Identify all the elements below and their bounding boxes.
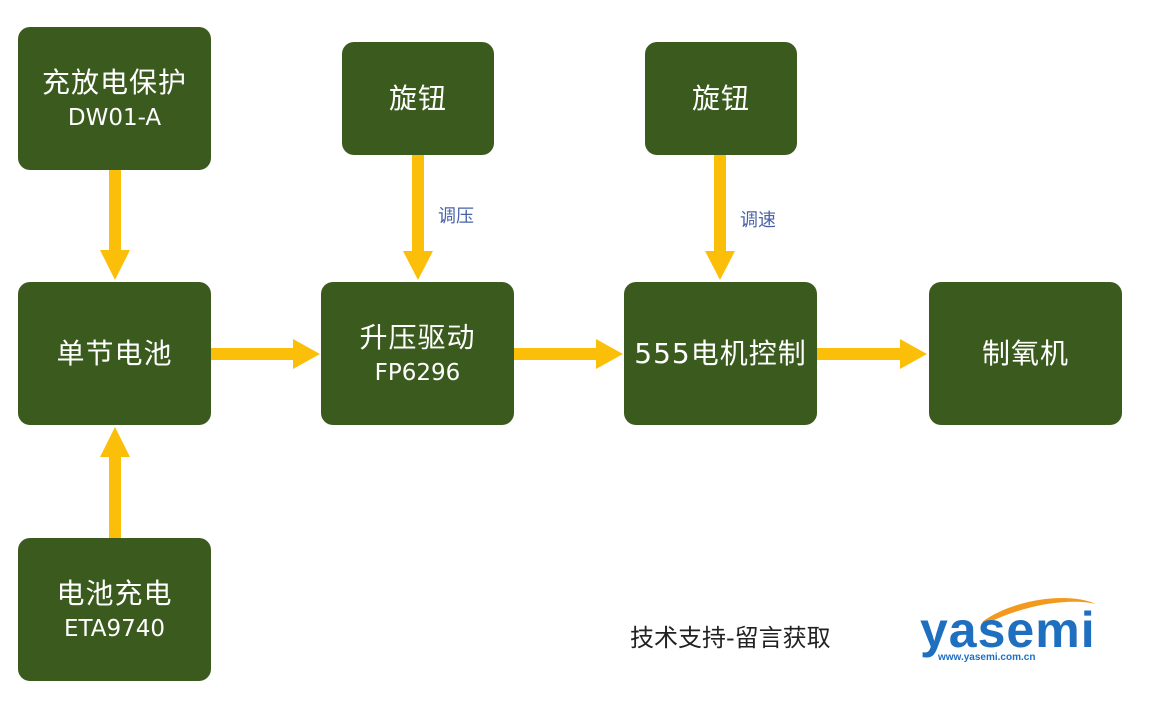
arrow-knob2-to-motor [705, 155, 735, 280]
node-battery: 单节电池 [18, 282, 211, 425]
edge-label-voltage: 调压 [438, 206, 474, 227]
logo-url: www.yasemi.com.cn [938, 652, 1036, 663]
logo-word: yasemi [920, 602, 1096, 658]
arrow-motor-to-oxygen [815, 339, 927, 369]
node-motor: 555电机控制 [624, 282, 817, 425]
node-boost-chip: FP6296 [374, 359, 461, 386]
arrow-battery-to-boost [207, 339, 320, 369]
node-knob2-title: 旋钮 [691, 81, 750, 115]
arrow-charge-to-battery [100, 427, 130, 540]
arrow-protect-to-battery [100, 170, 130, 280]
arrow-boost-to-motor [512, 339, 623, 369]
logo-swoosh-icon [982, 598, 1096, 624]
arrow-knob1-to-boost [403, 155, 433, 280]
node-knob1: 旋钮 [342, 42, 494, 155]
node-protect: 充放电保护 DW01-A [18, 27, 211, 170]
node-charge-title: 电池充电 [56, 576, 173, 610]
node-motor-title: 555电机控制 [634, 336, 807, 370]
node-oxygen-title: 制氧机 [981, 336, 1069, 370]
node-oxygen: 制氧机 [929, 282, 1122, 425]
node-boost-title: 升压驱动 [359, 320, 476, 354]
node-charge: 电池充电 ETA9740 [18, 538, 211, 681]
support-text: 技术支持-留言获取 [630, 624, 831, 652]
node-knob2: 旋钮 [645, 42, 797, 155]
node-protect-chip: DW01-A [67, 104, 162, 131]
yasemi-logo: yasemi www.yasemi.com.cn [920, 590, 1110, 670]
edge-label-speed: 调速 [740, 210, 776, 231]
node-knob1-title: 旋钮 [388, 81, 447, 115]
node-charge-chip: ETA9740 [63, 615, 166, 642]
node-battery-title: 单节电池 [56, 336, 173, 370]
node-protect-title: 充放电保护 [41, 65, 187, 99]
node-boost: 升压驱动 FP6296 [321, 282, 514, 425]
